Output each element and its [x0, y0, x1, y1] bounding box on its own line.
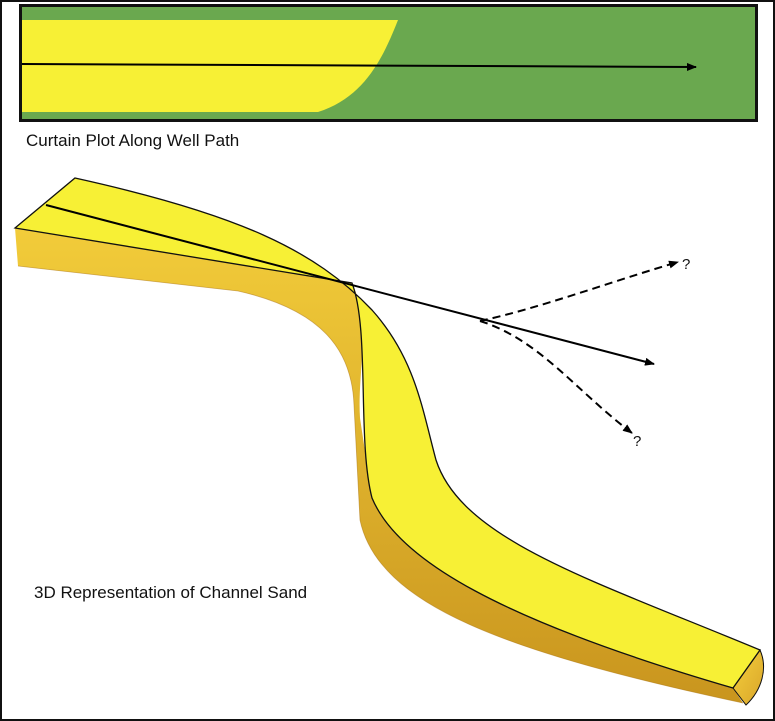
channel-top-face	[13, 177, 762, 689]
channel-sand-3d	[13, 177, 764, 706]
sand-body	[22, 20, 398, 112]
curtain-plot	[19, 4, 758, 122]
channel-sand-label: 3D Representation of Channel Sand	[34, 583, 308, 602]
curtain-well-path-arrow	[21, 62, 697, 71]
channel-bottom-edge	[17, 265, 744, 704]
channel-end-face	[732, 648, 764, 706]
well-path	[45, 204, 679, 434]
upper-uncertainty-marker: ?	[682, 256, 691, 273]
lower-uncertainty-marker: ?	[633, 433, 642, 450]
curtain-plot-label: Curtain Plot Along Well Path	[26, 131, 240, 150]
uncertain-path-upper	[479, 260, 679, 322]
well-path-arrow	[45, 204, 655, 366]
